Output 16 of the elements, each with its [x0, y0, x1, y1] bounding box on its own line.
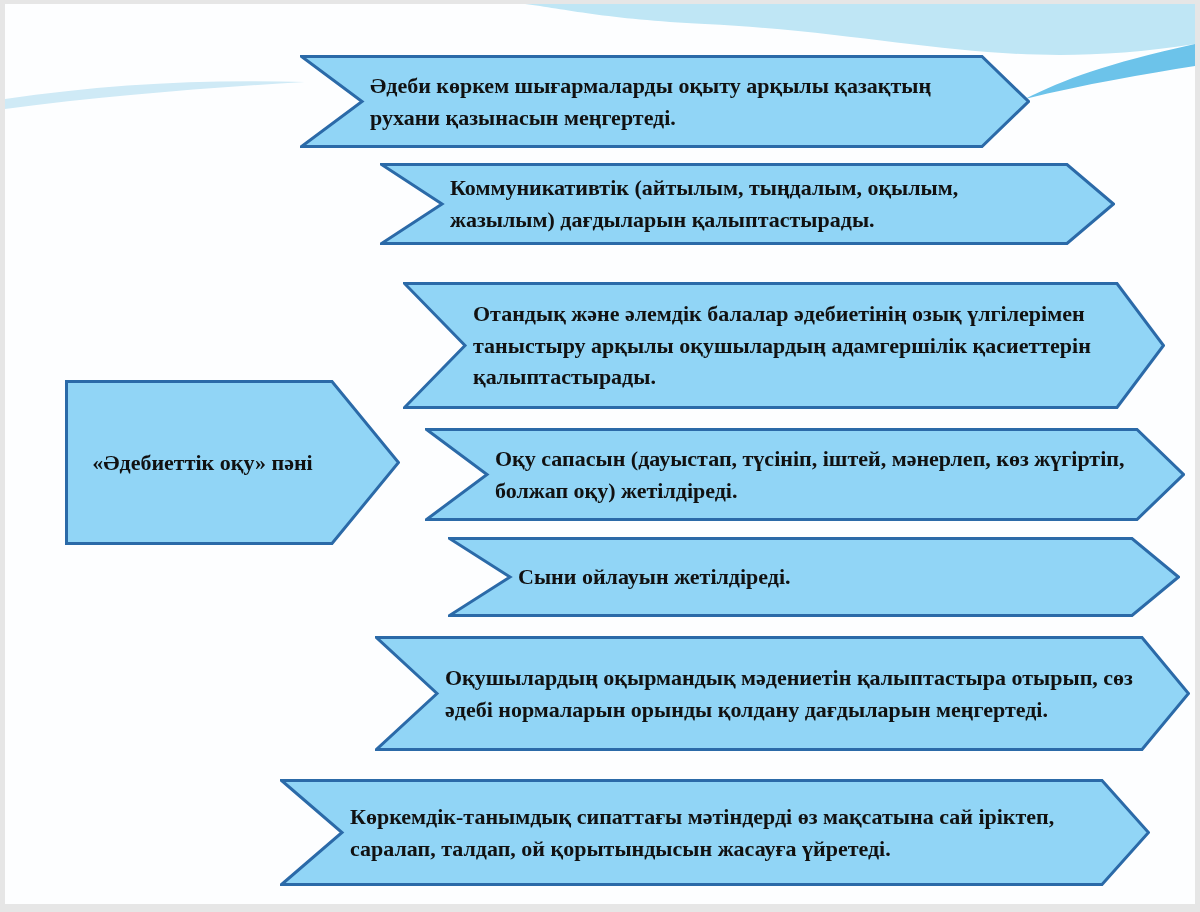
box-text: Сыни ойлауын жетілдіреді.	[518, 563, 791, 592]
chevron-arrow-box	[403, 282, 1165, 409]
box-text: «Әдебиеттік оқу» пәні	[92, 448, 313, 477]
chevron-arrow-box	[280, 779, 1150, 886]
chevron-arrow-box	[380, 163, 1115, 245]
chevron-arrow-box	[375, 636, 1190, 751]
chevron-arrow-box	[448, 537, 1180, 617]
chevron-arrow-box	[425, 428, 1185, 521]
chevron-arrow-box	[300, 55, 1030, 148]
pentagon-arrow-box	[65, 380, 400, 545]
box-text: Оқу сапасын (дауыстап, түсініп, іштей, мәнерлеп, көз жүгіртіп, болжап оқу) жетілдіреді.	[495, 444, 1126, 505]
box-text: Отандық және әлемдік балалар әдебиетінің озық үлгілерімен таныстыру арқылы оқушылардың адамгершілік қасиеттерін қалыптастырады.	[473, 299, 1092, 392]
box-text: Оқушылардың оқырмандық мәдениетін қалыптастыра отырып, сөз әдебі нормаларын орынды қолдану дағдыларын меңгертеді.	[445, 663, 1134, 724]
box-text: Көркемдік-танымдық сипаттағы мәтіндерді өз мақсатына сай іріктеп, саралап, талдап, ой қорытындысын жасауға үйретеді.	[350, 802, 1056, 863]
box-text: Әдеби көркем шығармаларды оқыту арқылы қазақтың рухани қазынасын меңгертеді.	[370, 71, 933, 132]
box-text: Коммуникативтік (айтылым, тыңдалым, оқылым, жазылым) дағдыларын қалыптастырады.	[450, 174, 960, 234]
